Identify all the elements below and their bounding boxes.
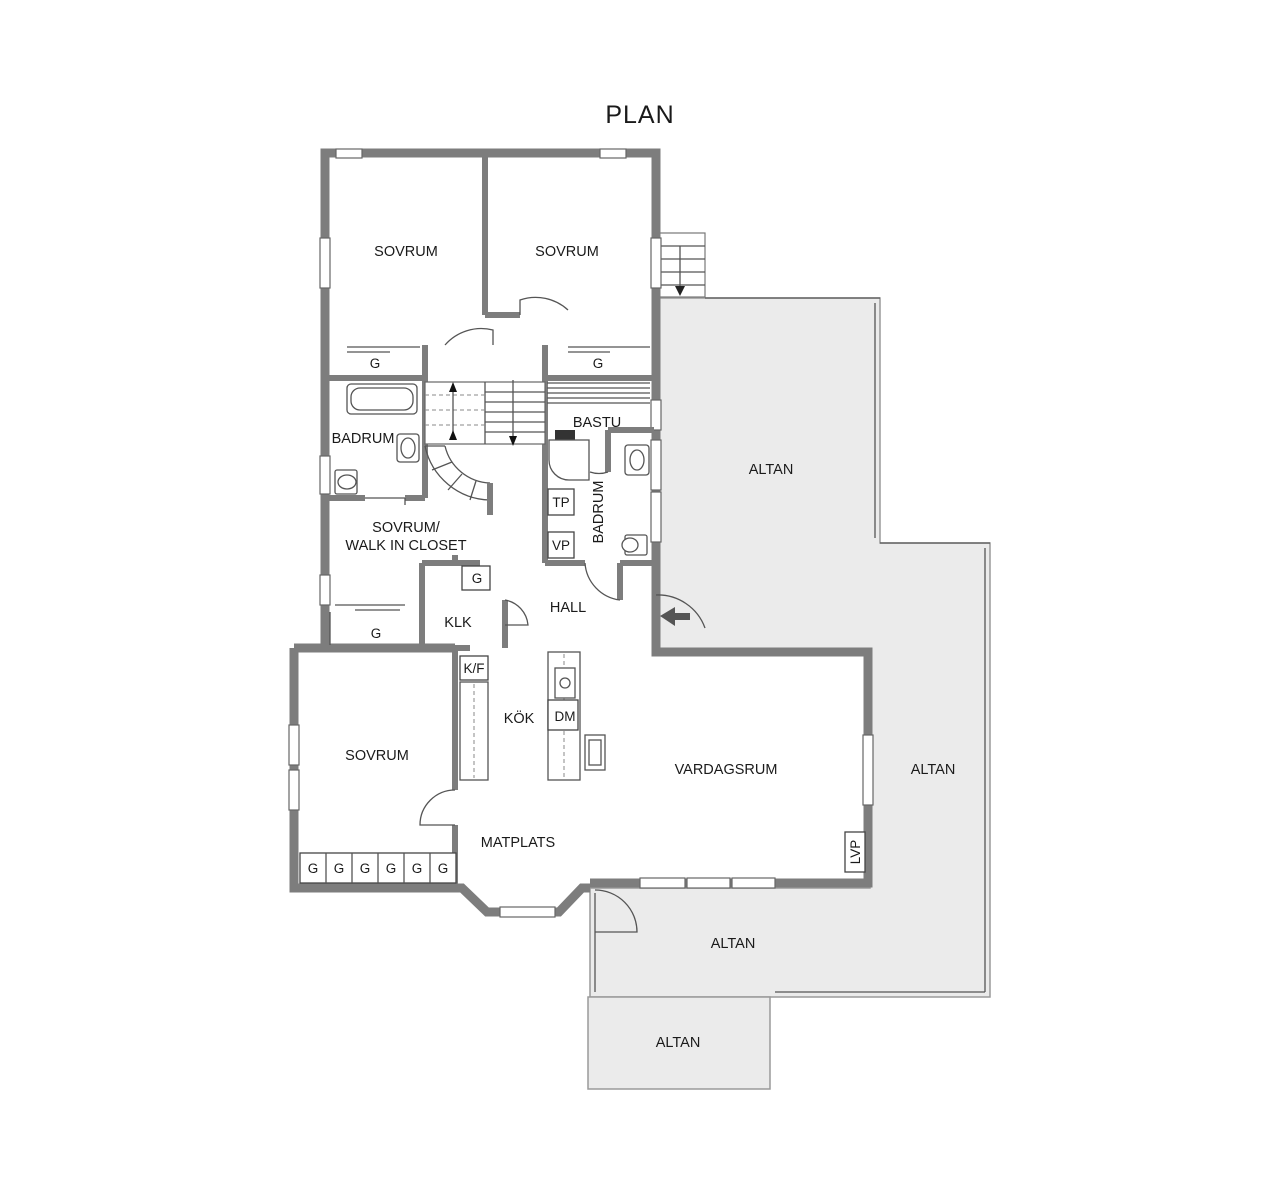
label-lvp: LVP bbox=[848, 840, 863, 865]
room-label-altan-3: ALTAN bbox=[711, 936, 756, 952]
fixture-boxes bbox=[547, 488, 579, 731]
sauna-heater-icon bbox=[555, 430, 575, 442]
room-label-klk: KLK bbox=[444, 615, 472, 631]
room-label-kok: KÖK bbox=[504, 709, 535, 727]
plan-title: PLAN bbox=[605, 101, 674, 129]
label-g-row-3: G bbox=[360, 861, 371, 876]
stove-icon bbox=[584, 734, 606, 771]
room-label-vardagsrum: VARDAGSRUM bbox=[675, 762, 778, 778]
label-g-row-4: G bbox=[386, 861, 397, 876]
wardrobes bbox=[299, 346, 650, 884]
altan-decks bbox=[587, 297, 991, 1090]
shower-icon bbox=[548, 439, 590, 481]
sauna-benches bbox=[547, 382, 650, 442]
label-vp: VP bbox=[552, 538, 570, 553]
room-label-sovrum-walk-2: WALK IN CLOSET bbox=[345, 538, 466, 554]
doors bbox=[365, 296, 706, 933]
windows bbox=[288, 148, 874, 918]
interior-stairs bbox=[424, 380, 546, 515]
label-g-wardrobe-4: G bbox=[472, 571, 483, 586]
label-g-row-6: G bbox=[438, 861, 449, 876]
altan-south bbox=[587, 996, 771, 1090]
room-label-sovrum-1: SOVRUM bbox=[374, 244, 438, 260]
label-g-row-5: G bbox=[412, 861, 423, 876]
label-tp: TP bbox=[552, 495, 569, 510]
room-labels: SOVRUM SOVRUM SOVRUM SOVRUM/ WALK IN CLO… bbox=[332, 244, 956, 1051]
room-label-matplats: MATPLATS bbox=[481, 835, 555, 851]
interior-walls bbox=[327, 155, 654, 888]
room-label-badrum-1: BADRUM bbox=[332, 431, 395, 447]
room-label-hall: HALL bbox=[550, 600, 586, 616]
label-kf: K/F bbox=[463, 661, 484, 676]
label-g-wardrobe-3: G bbox=[371, 626, 382, 641]
outer-stairs bbox=[654, 232, 706, 298]
room-label-badrum-2: BADRUM bbox=[591, 481, 607, 544]
entrance-arrow-icon bbox=[660, 607, 690, 626]
room-label-altan-1: ALTAN bbox=[749, 462, 794, 478]
room-label-sovrum-walk-1: SOVRUM/ bbox=[372, 520, 441, 536]
fixture-labels: G G G G G G G G G G TP VP K/F DM LVP bbox=[308, 356, 863, 876]
label-g-wardrobe-1: G bbox=[370, 356, 381, 371]
room-label-altan-4: ALTAN bbox=[656, 1035, 701, 1051]
room-label-sovrum-3: SOVRUM bbox=[345, 748, 409, 764]
label-g-row-1: G bbox=[308, 861, 319, 876]
bathroom-fixtures bbox=[334, 383, 650, 556]
room-label-bastu: BASTU bbox=[573, 415, 621, 431]
label-dm: DM bbox=[555, 709, 576, 724]
sink-icon bbox=[554, 667, 576, 699]
label-g-row-2: G bbox=[334, 861, 345, 876]
sink-icon bbox=[624, 444, 650, 476]
label-g-wardrobe-2: G bbox=[593, 356, 604, 371]
room-label-sovrum-2: SOVRUM bbox=[535, 244, 599, 260]
room-label-altan-2: ALTAN bbox=[911, 762, 956, 778]
